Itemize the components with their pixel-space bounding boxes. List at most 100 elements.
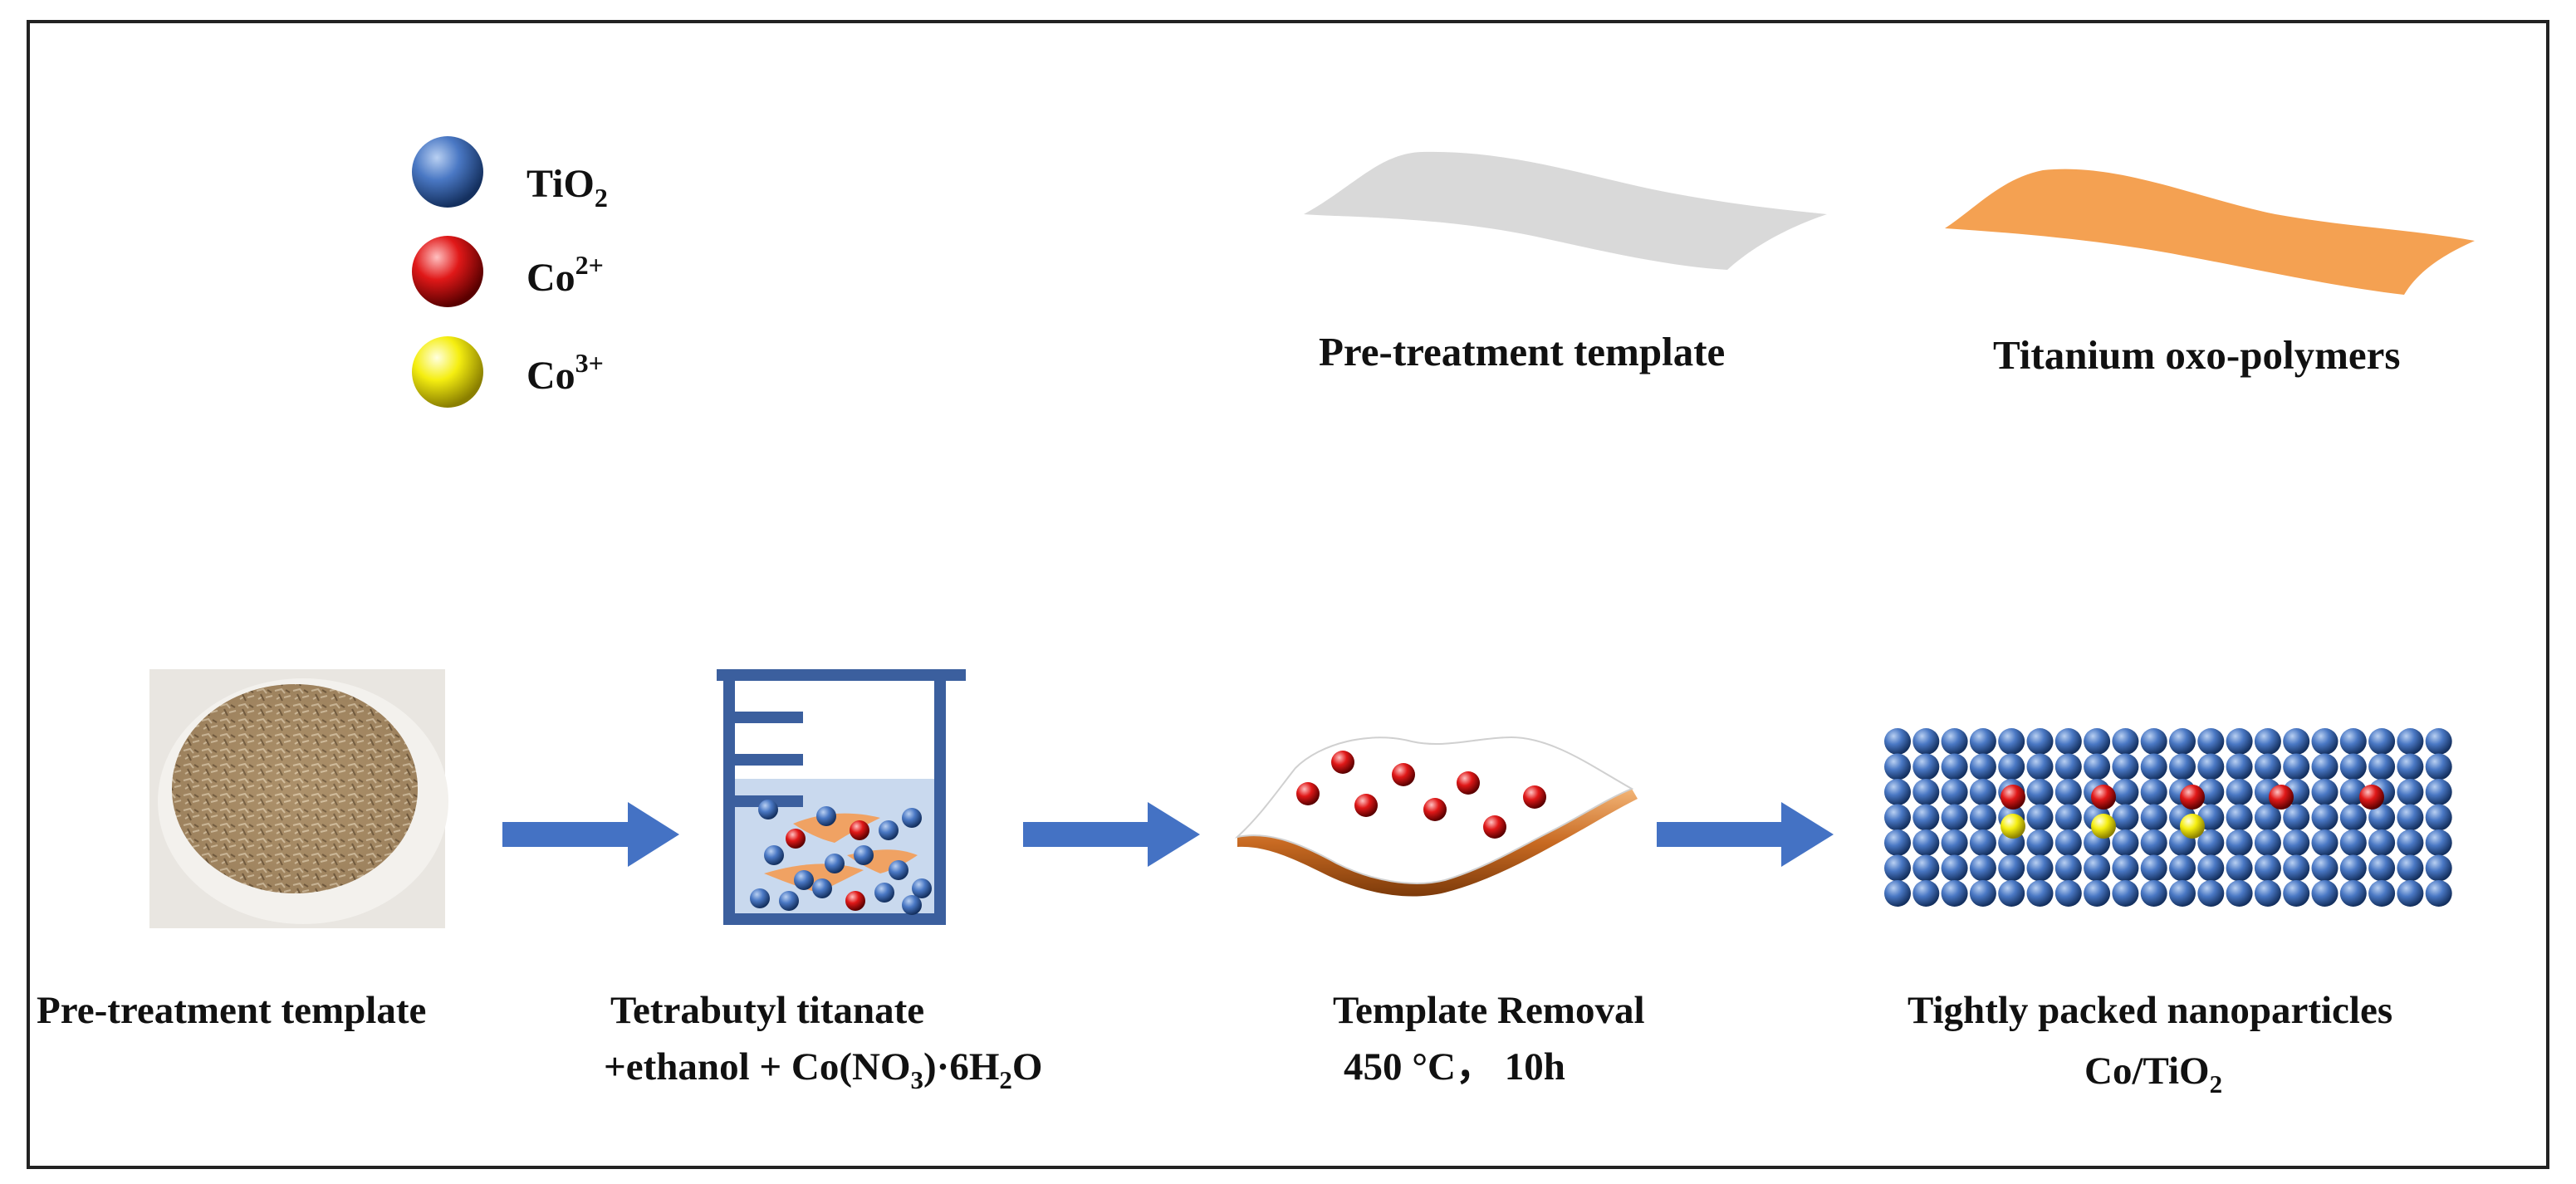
tio2-particle bbox=[2226, 880, 2253, 907]
tio2-particle bbox=[1912, 829, 1940, 856]
tio2-particle bbox=[1941, 854, 1968, 882]
tio2-particle bbox=[2140, 829, 2167, 856]
tio2-particle bbox=[2054, 753, 2082, 780]
tio2-particle bbox=[2054, 804, 2082, 831]
tio2-particle bbox=[2425, 880, 2452, 907]
tio2-particle bbox=[2397, 804, 2424, 831]
tio2-particle bbox=[2368, 804, 2396, 831]
pretreatment-template-sheet bbox=[1304, 151, 1827, 270]
tio2-particle bbox=[2339, 804, 2367, 831]
tio2-particle bbox=[1941, 804, 1968, 831]
co2-particle bbox=[2269, 785, 2294, 810]
tio2-particle bbox=[2283, 829, 2310, 856]
tio2-particle bbox=[1941, 728, 1968, 755]
tio2-particle bbox=[2254, 880, 2281, 907]
tio2-particle bbox=[2311, 728, 2338, 755]
tio2-particle bbox=[2368, 829, 2396, 856]
co2-particle bbox=[1523, 785, 1546, 809]
tio2-particle bbox=[2197, 728, 2225, 755]
tio2-particle bbox=[794, 870, 814, 890]
beaker-mark-1 bbox=[735, 712, 803, 723]
co3-particle bbox=[2001, 814, 2025, 839]
tio2-particle bbox=[2054, 728, 2082, 755]
legend-label-co2: Co2+ bbox=[526, 250, 604, 300]
tio2-particle bbox=[2169, 854, 2196, 882]
co3-sphere-icon bbox=[412, 336, 483, 408]
tio2-particle bbox=[758, 800, 778, 820]
tio2-particle bbox=[1941, 753, 1968, 780]
beaker-rim bbox=[717, 669, 966, 681]
co2-particle bbox=[850, 820, 869, 840]
tio2-particle bbox=[2140, 753, 2167, 780]
step4-label-line1: Tightly packed nanoparticles bbox=[1908, 989, 2392, 1032]
pretreatment-label: Pre-treatment template bbox=[1319, 329, 1725, 374]
beaker-particles bbox=[750, 800, 932, 915]
tio2-particle bbox=[2140, 854, 2167, 882]
tio2-particle bbox=[2026, 804, 2054, 831]
tio2-particle bbox=[2226, 804, 2253, 831]
tio2-particle bbox=[2140, 728, 2167, 755]
tio2-particle bbox=[2026, 854, 2054, 882]
tio2-particle bbox=[1884, 854, 1911, 882]
tio2-particle bbox=[1941, 880, 1968, 907]
step4-label-line2: Co/TiO2 bbox=[2084, 1049, 2222, 1098]
tio2-particle bbox=[2112, 829, 2139, 856]
tio2-particle bbox=[2112, 753, 2139, 780]
template-co-ions bbox=[1296, 751, 1546, 839]
tio2-particle bbox=[2339, 728, 2367, 755]
tio2-particle bbox=[2339, 829, 2367, 856]
outer-frame bbox=[27, 20, 2549, 1169]
packed-nanoparticles bbox=[1884, 728, 2452, 907]
co2-particle bbox=[1392, 763, 1415, 786]
tio2-particle bbox=[2397, 854, 2424, 882]
tio2-particle bbox=[2084, 854, 2111, 882]
tio2-particle bbox=[2283, 728, 2310, 755]
tio2-particle bbox=[1912, 753, 1940, 780]
titanium-oxo-polymer-sheet bbox=[1945, 169, 2475, 295]
tio2-particle bbox=[2397, 753, 2424, 780]
beaker-mark-2 bbox=[735, 754, 803, 766]
tio2-particle bbox=[2197, 753, 2225, 780]
co2-particle bbox=[1354, 794, 1378, 817]
titanium-label: Titanium oxo-polymers bbox=[1993, 332, 2400, 378]
tio2-particle bbox=[2339, 854, 2367, 882]
tio2-particle bbox=[1998, 854, 2025, 882]
tio2-particle bbox=[2140, 779, 2167, 805]
tio2-particle bbox=[2397, 779, 2424, 805]
tio2-particle bbox=[2254, 753, 2281, 780]
tio2-particle bbox=[1969, 880, 1996, 907]
tio2-particle bbox=[2339, 753, 2367, 780]
template-photo bbox=[149, 669, 448, 928]
tio2-particle bbox=[2112, 880, 2139, 907]
tio2-particle bbox=[2397, 880, 2424, 907]
co2-particle bbox=[786, 829, 806, 849]
tio2-particle bbox=[2112, 854, 2139, 882]
step2-label-line1: Tetrabutyl titanate bbox=[610, 989, 924, 1032]
beaker-bottom bbox=[723, 913, 946, 925]
tio2-particle bbox=[912, 878, 932, 898]
tio2-particle bbox=[764, 845, 784, 865]
beaker-wall-right bbox=[934, 669, 946, 925]
co2-particle bbox=[1296, 782, 1320, 805]
materials-key: Pre-treatment template Titanium oxo-poly… bbox=[1304, 151, 2475, 378]
tio2-particle bbox=[2140, 804, 2167, 831]
tio2-particle bbox=[2197, 854, 2225, 882]
tio2-particle bbox=[2054, 829, 2082, 856]
tio2-particle bbox=[750, 888, 770, 908]
tio2-particle bbox=[2283, 880, 2310, 907]
tio2-particle bbox=[2084, 753, 2111, 780]
tio2-particle bbox=[1941, 829, 1968, 856]
tio2-particle bbox=[2084, 880, 2111, 907]
tio2-particle bbox=[2339, 880, 2367, 907]
tio2-particle bbox=[1969, 728, 1996, 755]
co2-particle bbox=[2001, 785, 2025, 810]
tio2-particle bbox=[2425, 854, 2452, 882]
tio2-particle bbox=[812, 878, 832, 898]
tio2-particle bbox=[2226, 829, 2253, 856]
tio2-particle bbox=[2226, 728, 2253, 755]
step1-label: Pre-treatment template bbox=[37, 989, 426, 1032]
step-labels: Pre-treatment template Tetrabutyl titana… bbox=[37, 989, 2392, 1098]
legend-label-co3: Co3+ bbox=[526, 348, 604, 398]
tio2-particle bbox=[2311, 779, 2338, 805]
